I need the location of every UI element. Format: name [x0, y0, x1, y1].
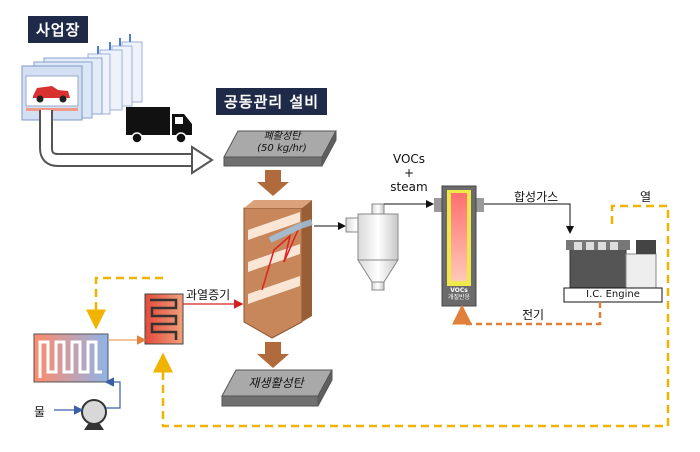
reformer-label: VOCs 개질반응 — [447, 287, 471, 301]
syngas-label: 합성가스 — [514, 190, 559, 204]
workplace-tag: 사업장 — [28, 16, 89, 43]
superheated-steam-label: 과열증기 — [186, 288, 231, 302]
vocs-steam-label: VOCs + steam — [390, 152, 428, 194]
waste-carbon-label: 폐활성탄 (50 kg/hr) — [257, 131, 307, 154]
factory-images — [21, 34, 143, 121]
reformer — [434, 185, 484, 307]
product-down-arrow — [257, 342, 289, 368]
engine — [563, 240, 663, 303]
regen-carbon-label: 재생활성탄 — [248, 376, 304, 390]
boiler — [33, 333, 109, 383]
engine-label: I.C. Engine — [586, 289, 640, 300]
truck-icon — [126, 107, 192, 144]
water-label: 물 — [34, 405, 46, 419]
waste-carbon-slab — [223, 130, 337, 167]
heat-label: 열 — [640, 190, 652, 204]
regenerator-tower — [243, 200, 313, 339]
transport-arrow — [39, 110, 214, 175]
feed-down-arrow — [257, 170, 289, 196]
pump-icon — [81, 399, 107, 430]
heat-exchanger — [144, 293, 184, 345]
facility-tag: 공동관리 설비 — [216, 88, 328, 115]
cyclone — [345, 203, 399, 291]
regen-carbon-slab — [221, 369, 333, 407]
electricity-label: 전기 — [522, 308, 545, 322]
